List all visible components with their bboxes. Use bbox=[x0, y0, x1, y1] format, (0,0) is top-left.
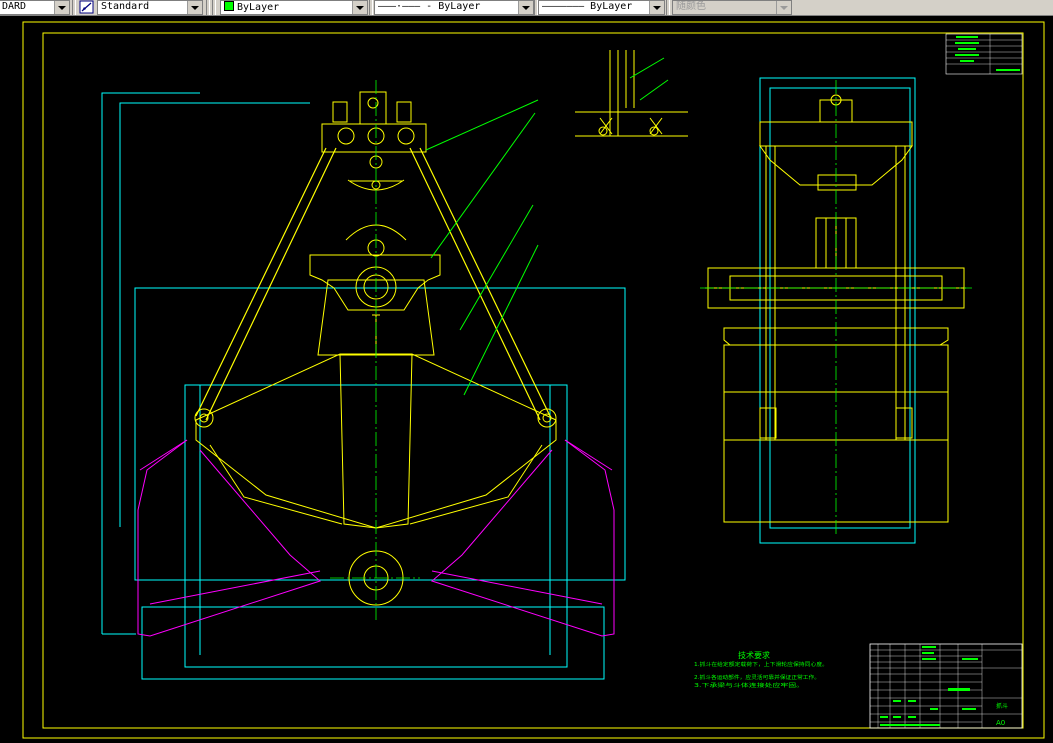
toolbar-separator bbox=[206, 0, 210, 15]
front-centerline bbox=[330, 80, 420, 620]
lineweight-dropdown[interactable]: ——————— ByLayer bbox=[538, 0, 665, 15]
leader-lines bbox=[425, 99, 539, 396]
text-style-value: DARD bbox=[2, 1, 27, 12]
sheet-size: A0 bbox=[996, 719, 1005, 727]
outer-border bbox=[22, 21, 1045, 739]
drawing-canvas[interactable]: 技术要求 1.抓斗在给定额定载荷下，上下滑轮应保持同心度。 2.抓斗各运动部件，… bbox=[0, 16, 1053, 743]
color-dropdown[interactable]: ByLayer bbox=[220, 0, 368, 15]
notes-line-3: 3.下承梁与斗体连接处应牢固。 bbox=[694, 682, 804, 689]
toolbar-separator bbox=[72, 0, 76, 15]
canvas-background bbox=[0, 16, 1053, 743]
drawing-name: 抓斗 bbox=[996, 702, 1008, 710]
top-pulley-head bbox=[321, 91, 427, 191]
linetype-sample: ———·——— - bbox=[378, 1, 439, 12]
dim-style-dropdown[interactable]: Standard bbox=[97, 0, 203, 15]
notes-line-1: 1.抓斗在给定额定载荷下，上下滑轮应保持同心度。 bbox=[694, 661, 828, 668]
plotstyle-dropdown[interactable]: 随颜色 bbox=[672, 0, 792, 15]
chevron-down-icon[interactable] bbox=[352, 1, 367, 14]
plotstyle-value: 随颜色 bbox=[676, 1, 706, 12]
chevron-down-icon[interactable] bbox=[776, 1, 791, 14]
lineweight-value: ByLayer bbox=[590, 1, 633, 12]
rope-detail bbox=[575, 50, 688, 137]
color-value: ByLayer bbox=[237, 2, 280, 13]
front-view-outline bbox=[101, 92, 626, 680]
tie-rods bbox=[195, 147, 551, 421]
toolbar-separator bbox=[666, 0, 670, 15]
bucket-jaws bbox=[137, 439, 615, 637]
technical-notes: 技术要求 1.抓斗在给定额定载荷下，上下滑轮应保持同心度。 2.抓斗各运动部件，… bbox=[694, 650, 828, 689]
side-view bbox=[700, 77, 972, 544]
color-swatch bbox=[224, 1, 234, 11]
front-view bbox=[101, 50, 688, 680]
toolbar-separator bbox=[534, 0, 538, 15]
dim-style-value: Standard bbox=[101, 1, 150, 12]
toolbar-separator bbox=[369, 0, 373, 15]
title-block: 抓斗 A0 bbox=[869, 643, 1023, 729]
text-style-dropdown[interactable]: DARD bbox=[0, 0, 70, 15]
revision-table bbox=[945, 33, 1023, 75]
properties-toolbar: DARD Standard ByLayer ———·——— - ByLayer … bbox=[0, 0, 1053, 16]
dimension-style-icon[interactable] bbox=[79, 0, 94, 14]
chevron-down-icon[interactable] bbox=[54, 1, 69, 14]
inner-border bbox=[42, 32, 1024, 729]
chevron-down-icon[interactable] bbox=[518, 1, 533, 14]
side-centerline bbox=[700, 80, 972, 535]
linetype-value: ByLayer bbox=[438, 1, 481, 12]
linetype-dropdown[interactable]: ———·——— - ByLayer bbox=[374, 0, 534, 15]
chevron-down-icon[interactable] bbox=[187, 1, 202, 14]
notes-heading: 技术要求 bbox=[738, 650, 770, 660]
chevron-down-icon[interactable] bbox=[649, 1, 664, 14]
notes-line-2: 2.抓斗各运动部件，应灵活可靠并保证正常工作。 bbox=[694, 674, 820, 681]
detail-leader-lines bbox=[629, 57, 669, 101]
lineweight-sample: ——————— bbox=[542, 1, 591, 12]
toolbar-separator bbox=[212, 0, 216, 15]
sheet-border bbox=[22, 21, 1045, 739]
